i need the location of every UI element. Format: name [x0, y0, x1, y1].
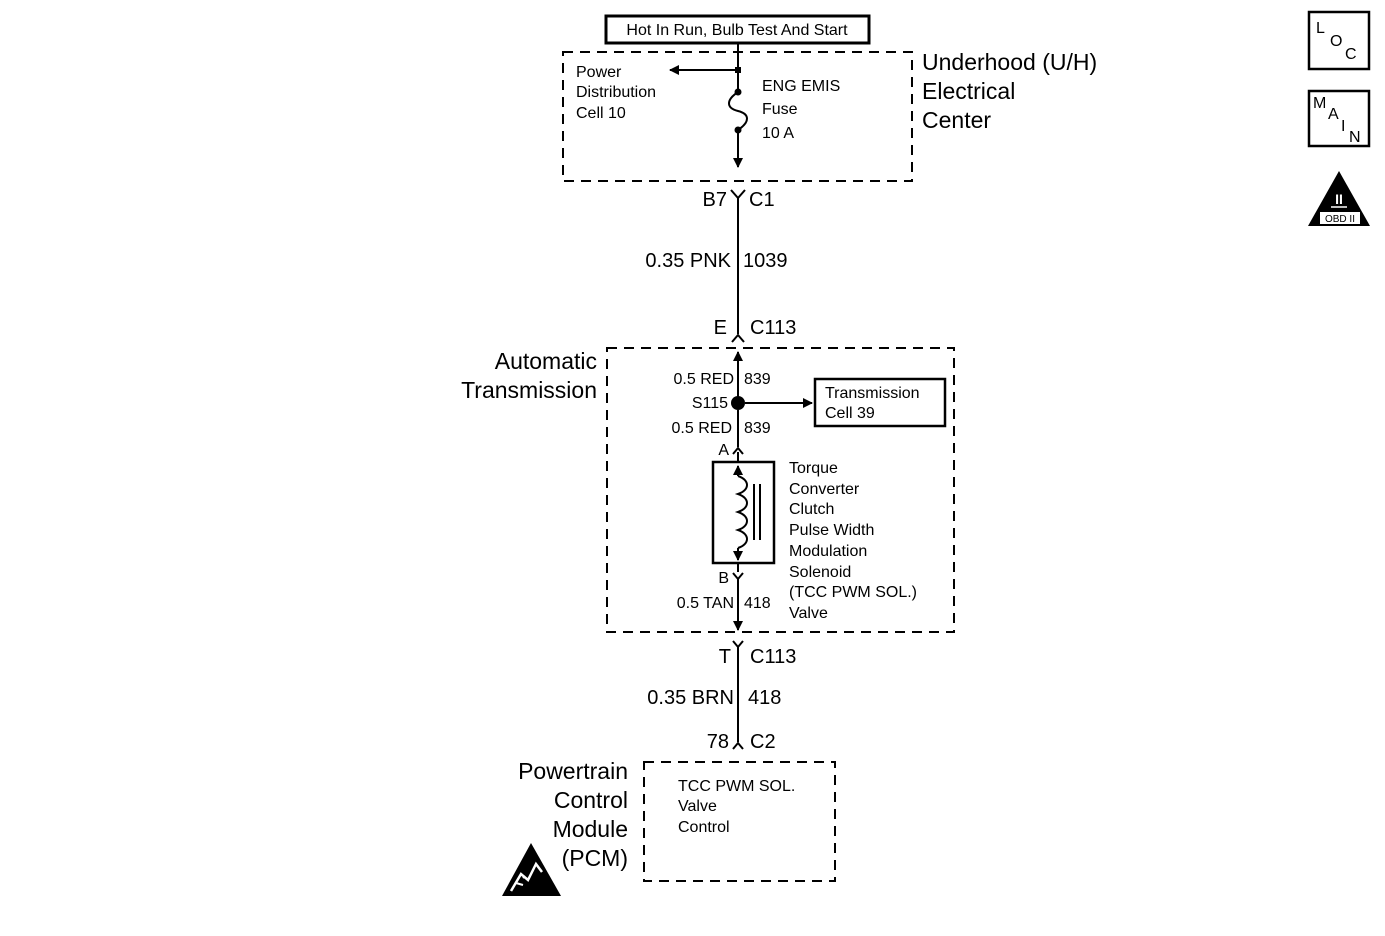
connector-t-c113-name: C113 — [750, 646, 796, 668]
solenoid-label-line-6: Solenoid — [789, 564, 851, 581]
obd-ii-numeral: II — [1335, 191, 1343, 207]
solenoid-label-line-1: Torque — [789, 460, 838, 477]
pcm-function-line-2: Valve — [678, 798, 717, 815]
solenoid-pin-b-label: B — [718, 570, 729, 587]
wire-839-lower-spec: 0.5 RED — [672, 420, 732, 437]
main-icon[interactable]: M A I N — [1307, 89, 1371, 148]
wire-418-tan-circuit: 418 — [744, 595, 771, 612]
solenoid-label-line-4: Pulse Width — [789, 522, 874, 539]
wire-839-lower-circuit: 839 — [744, 420, 771, 437]
power-distribution-line-1[interactable]: Power — [576, 64, 622, 81]
transmission-boundary — [606, 347, 955, 633]
transmission-title-line-1: Automatic — [495, 348, 597, 374]
loc-icon-letter-o: O — [1330, 33, 1342, 50]
power-source-text: Hot In Run, Bulb Test And Start — [626, 22, 848, 39]
wire-1039-circuit: 1039 — [743, 250, 788, 272]
solenoid-coil-icon — [734, 475, 748, 549]
connector-78-c2: 78 C2 — [707, 731, 776, 753]
loc-icon-letter-c: C — [1345, 46, 1357, 63]
pcm-function-line-1: TCC PWM SOL. — [678, 778, 795, 795]
connector-c2-name: C2 — [750, 731, 776, 753]
pcm-function-line-3: Control — [678, 819, 730, 836]
solenoid-label-line-8: Valve — [789, 605, 828, 622]
fuse-label-line-2: Fuse — [762, 101, 798, 118]
underhood-electrical-center: Underhood (U/H) Electrical Center Power … — [562, 44, 1097, 182]
wire-839-upper-spec: 0.5 RED — [674, 371, 734, 388]
wire-418-tan-spec: 0.5 TAN — [677, 595, 734, 612]
wire-418-brn-circuit: 418 — [748, 687, 781, 709]
loc-icon[interactable]: L O C — [1307, 10, 1371, 71]
main-icon-letter-i: I — [1341, 118, 1345, 135]
wire-839-upper-circuit: 839 — [744, 371, 771, 388]
pcm-title-line-1: Powertrain — [518, 758, 628, 784]
obd-ii-icon[interactable]: II OBD II — [1308, 171, 1370, 226]
power-distribution-line-2[interactable]: Distribution — [576, 84, 656, 101]
main-icon-letter-m: M — [1313, 95, 1326, 112]
solenoid-pin-a-symbol — [732, 446, 744, 455]
main-icon-letter-a: A — [1328, 106, 1339, 123]
connector-e-c113-symbol — [731, 333, 745, 343]
solenoid-label-line-2: Converter — [789, 481, 860, 498]
connector-e-c113-name: C113 — [750, 317, 796, 339]
solenoid-label-line-3: Clutch — [789, 501, 834, 518]
loc-icon-letter-l: L — [1316, 20, 1325, 37]
obd-ii-label: OBD II — [1325, 214, 1355, 225]
solenoid-pin-a-label: A — [718, 442, 729, 459]
transmission-cell-reference[interactable]: Transmission Cell 39 — [813, 377, 947, 428]
connector-c1-pin: B7 — [703, 189, 727, 211]
solenoid-pin-b-symbol — [732, 572, 744, 581]
power-source-label: Hot In Run, Bulb Test And Start — [604, 14, 871, 45]
esd-warning-icon — [502, 843, 561, 896]
transmission-title-line-2: Transmission — [461, 377, 597, 403]
connector-t-c113-pin: T — [719, 646, 731, 668]
main-icon-letter-n: N — [1349, 129, 1361, 146]
fuse-symbol — [728, 88, 748, 134]
automatic-transmission: Automatic Transmission 0.5 RED 839 S115 … — [461, 347, 955, 633]
splice-s115-label: S115 — [692, 395, 728, 412]
solenoid-label-line-5: Modulation — [789, 543, 867, 560]
power-distribution-line-3[interactable]: Cell 10 — [576, 105, 626, 122]
solenoid-label-line-7: (TCC PWM SOL.) — [789, 584, 917, 601]
transmission-cell-line-1[interactable]: Transmission — [825, 385, 920, 402]
transmission-cell-line-2[interactable]: Cell 39 — [825, 405, 875, 422]
fuse-label-line-1: ENG EMIS — [762, 78, 840, 95]
connector-c1-symbol — [730, 189, 746, 200]
tcc-pwm-solenoid — [711, 460, 776, 565]
underhood-title-line-1: Underhood (U/H) — [922, 49, 1097, 75]
wire-418-brn-spec: 0.35 BRN — [647, 687, 734, 709]
underhood-title-line-2: Electrical — [922, 78, 1015, 104]
pcm-title-line-2: Control — [554, 787, 628, 813]
fuse-label-line-3: 10 A — [762, 125, 794, 142]
tap-node — [735, 67, 741, 73]
connector-e-c113-pin: E — [714, 317, 727, 339]
connector-t-c113: T C113 — [719, 640, 796, 668]
connector-e-c113: E C113 — [714, 317, 796, 343]
connector-c2-symbol — [732, 741, 744, 750]
splice-s115 — [731, 396, 745, 410]
pcm-title-line-3: Module — [553, 816, 628, 842]
wire-1039-spec: 0.35 PNK — [645, 250, 731, 272]
connector-c1-name: C1 — [749, 189, 775, 211]
connector-t-c113-symbol — [732, 640, 744, 649]
pcm-title-line-4: (PCM) — [562, 845, 628, 871]
connector-c2-pin: 78 — [707, 731, 729, 753]
underhood-title-line-3: Center — [922, 107, 991, 133]
powertrain-control-module: Powertrain Control Module (PCM) TCC PWM … — [502, 758, 836, 896]
